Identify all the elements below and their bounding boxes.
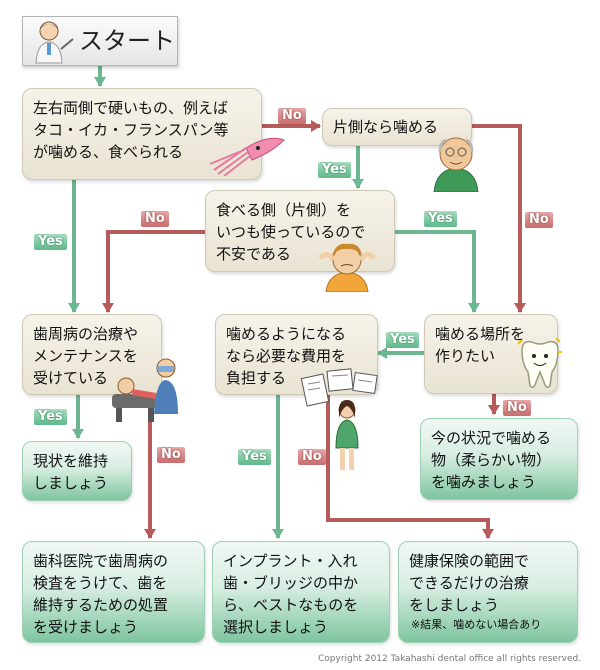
doctor-icon	[35, 21, 74, 64]
question-line: 歯周病の治療や	[33, 325, 139, 343]
question-line: 不安である	[216, 245, 291, 263]
result-line: 健康保険の範囲で	[409, 552, 530, 570]
label-no-q1: No	[278, 108, 306, 124]
result-line: を受けましょう	[33, 618, 139, 636]
question-line: 食べる側（片側）を	[216, 201, 352, 219]
result-line: できるだけの治療	[409, 574, 529, 592]
question-line: 作りたい	[435, 347, 496, 365]
label-yes-q5: Yes	[238, 449, 271, 465]
question-anxiety: 食べる側（片側）を いつも使っているので 不安である	[205, 190, 395, 272]
result-maintain: 現状を維持 しましょう	[22, 441, 132, 501]
result-line: をしましょう	[409, 596, 500, 614]
tooth-icon	[517, 338, 562, 389]
result-note: ※結果、噛めない場合あり	[411, 618, 542, 631]
dentist-patient-icon	[112, 358, 178, 422]
result-line: 物（柔らかい物）	[431, 451, 552, 469]
question-line: 左右両側で硬いもの、例えば	[33, 99, 229, 117]
result-line: インプラント・入れ	[223, 552, 358, 570]
label-no-q2: No	[525, 212, 553, 228]
start-label: スタート	[79, 27, 175, 55]
question-line: 負担する	[226, 369, 287, 387]
question-line: タコ・イカ・フランスパン等	[33, 121, 229, 139]
label-no-q3: No	[141, 211, 169, 227]
question-line: いつも使っているので	[216, 223, 366, 241]
question-line: 片側なら噛める	[333, 118, 439, 136]
label-yes-q3: Yes	[424, 211, 457, 227]
label-no-q6: No	[503, 400, 531, 416]
arrow-q3-q6-yes	[395, 230, 480, 313]
arrow-q3-q4-no	[102, 230, 205, 313]
question-line: 噛める場所を	[435, 325, 526, 343]
result-line: 維持するための処置	[33, 596, 169, 614]
question-periodontal: 歯周病の治療や メンテナンスを 受けている	[22, 314, 162, 395]
result-line: 歯・ブリッジの中か	[223, 574, 359, 592]
result-line: 歯科医院で歯周病の	[33, 552, 169, 570]
documents-icon	[300, 368, 378, 407]
arrow-q5-r5-no	[326, 395, 494, 539]
result-line: 現状を維持	[33, 452, 109, 470]
elderly-man-icon	[433, 137, 479, 192]
label-yes-q4: Yes	[34, 409, 67, 425]
question-line: が噛める、食べられる	[33, 143, 184, 161]
result-line: 選択しましょう	[223, 618, 329, 636]
copyright: Copyright 2012 Takahashi dental office a…	[318, 654, 582, 664]
worried-boy-icon	[318, 243, 376, 292]
label-no-q4: No	[157, 447, 185, 463]
squid-icon	[209, 137, 285, 176]
arrow-q2-q6-no	[472, 124, 526, 313]
question-line: 受けている	[33, 369, 109, 387]
result-line: しましょう	[33, 474, 109, 492]
result-line: ら、ベストなものを	[223, 596, 359, 614]
result-soft-food: 今の状況で噛める 物（柔らかい物） を噛みましょう	[420, 418, 578, 500]
label-yes-q1: Yes	[34, 234, 67, 250]
result-line: 今の状況で噛める	[431, 429, 552, 447]
result-periodontal-exam: 歯科医院で歯周病の 検査をうけて、歯を 維持するための処置 を受けましょう	[22, 541, 205, 643]
woman-icon	[335, 400, 359, 470]
question-hard-food: 左右両側で硬いもの、例えば タコ・イカ・フランスパン等 が噛める、食べられる	[22, 88, 262, 180]
question-one-side: 片側なら噛める	[322, 108, 472, 146]
question-line: 噛めるようになる	[226, 325, 347, 343]
result-implant: インプラント・入れ 歯・ブリッジの中か ら、ベストなものを 選択しましょう	[212, 541, 390, 643]
result-line: 検査をうけて、歯を	[33, 574, 168, 592]
label-yes-q2: Yes	[318, 162, 351, 178]
label-yes-q6: Yes	[386, 332, 419, 348]
question-line: メンテナンスを	[33, 347, 138, 365]
label-no-q5: No	[298, 449, 326, 465]
result-insurance: 健康保険の範囲で できるだけの治療 をしましょう ※結果、噛めない場合あり	[398, 541, 578, 643]
result-line: を噛みましょう	[431, 473, 537, 491]
start-box: スタート	[22, 16, 178, 66]
question-line: なら必要な費用を	[226, 347, 347, 365]
